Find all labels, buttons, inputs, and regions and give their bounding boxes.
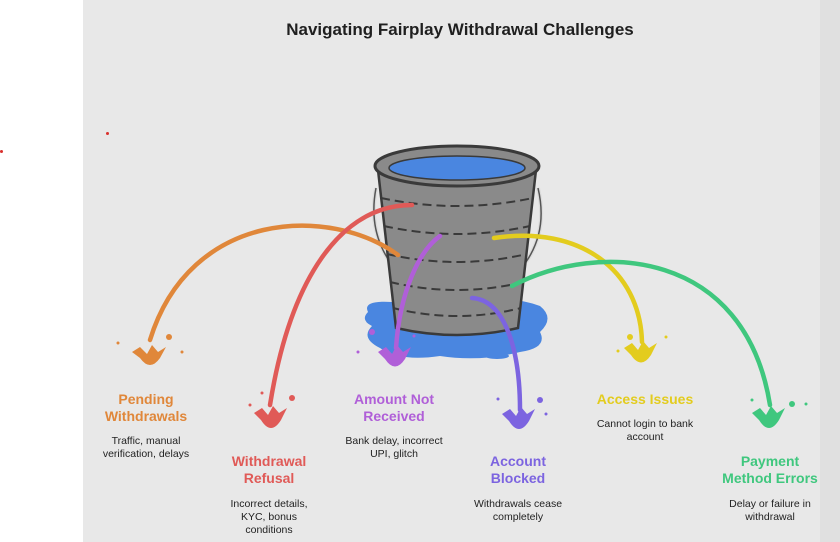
drop-green — [804, 402, 808, 406]
splash-purple — [378, 345, 411, 367]
drop-violet — [496, 397, 500, 401]
stray-dot — [106, 132, 109, 135]
drop-violet — [544, 412, 548, 416]
drop-violet — [537, 397, 543, 403]
bucket-ridge — [386, 253, 528, 263]
item-desc-access: Cannot login to bank account — [596, 418, 694, 443]
bucket-water — [388, 155, 526, 181]
bucket-ridge — [383, 225, 531, 235]
splash-green — [752, 406, 785, 428]
bucket-ridge — [389, 281, 525, 291]
drop-green — [750, 398, 754, 402]
drop-red — [289, 395, 295, 401]
item-desc-not-received: Bank delay, incorrect UPI, glitch — [345, 435, 443, 460]
scroll-strip — [820, 0, 840, 542]
water-splash — [485, 353, 509, 359]
item-label-refusal: Withdrawal Refusal — [231, 453, 307, 486]
stray-dot — [0, 150, 3, 153]
stream-green — [509, 259, 773, 408]
item-desc-blocked: Withdrawals cease completely — [473, 498, 563, 523]
item-desc-pending: Traffic, manual verification, delays — [102, 435, 190, 460]
drop-purple — [369, 329, 375, 335]
item-label-pending: Pending Withdrawals — [104, 391, 188, 424]
drop-yellow — [627, 334, 633, 340]
bucket-body — [376, 168, 538, 337]
stream-orange — [147, 223, 401, 343]
item-label-payment: Payment Method Errors — [722, 453, 818, 486]
stream-yellow — [491, 233, 645, 345]
drop-yellow — [616, 349, 620, 353]
drop-orange — [180, 350, 184, 354]
water-splash — [465, 352, 475, 356]
stream-violet — [469, 295, 523, 413]
drop-orange — [166, 334, 172, 340]
drop-red — [260, 391, 264, 395]
bucket-ridge — [380, 197, 534, 207]
diagram-title: Navigating Fairplay Withdrawal Challenge… — [286, 20, 634, 39]
bucket-handle — [373, 187, 391, 263]
item-desc-refusal: Incorrect details, KYC, bonus conditions — [230, 498, 308, 536]
splash-orange — [132, 345, 166, 365]
drop-yellow — [664, 335, 668, 339]
drop-purple — [356, 350, 360, 354]
drop-green — [789, 401, 795, 407]
item-desc-payment: Delay or failure in withdrawal — [729, 498, 811, 523]
stream-purple — [393, 233, 443, 351]
splash-red — [254, 406, 287, 428]
bucket-ridge — [392, 307, 522, 317]
splash-violet — [502, 407, 535, 429]
drop-purple — [412, 334, 416, 338]
drop-orange — [116, 341, 120, 345]
item-label-not-received: Amount Not Received — [353, 391, 435, 424]
drop-red — [248, 403, 252, 407]
stream-red — [267, 202, 415, 408]
item-label-blocked: Account Blocked — [490, 453, 546, 486]
splash-yellow — [624, 341, 657, 363]
bucket-handle — [525, 187, 542, 263]
item-label-access: Access Issues — [596, 391, 694, 407]
